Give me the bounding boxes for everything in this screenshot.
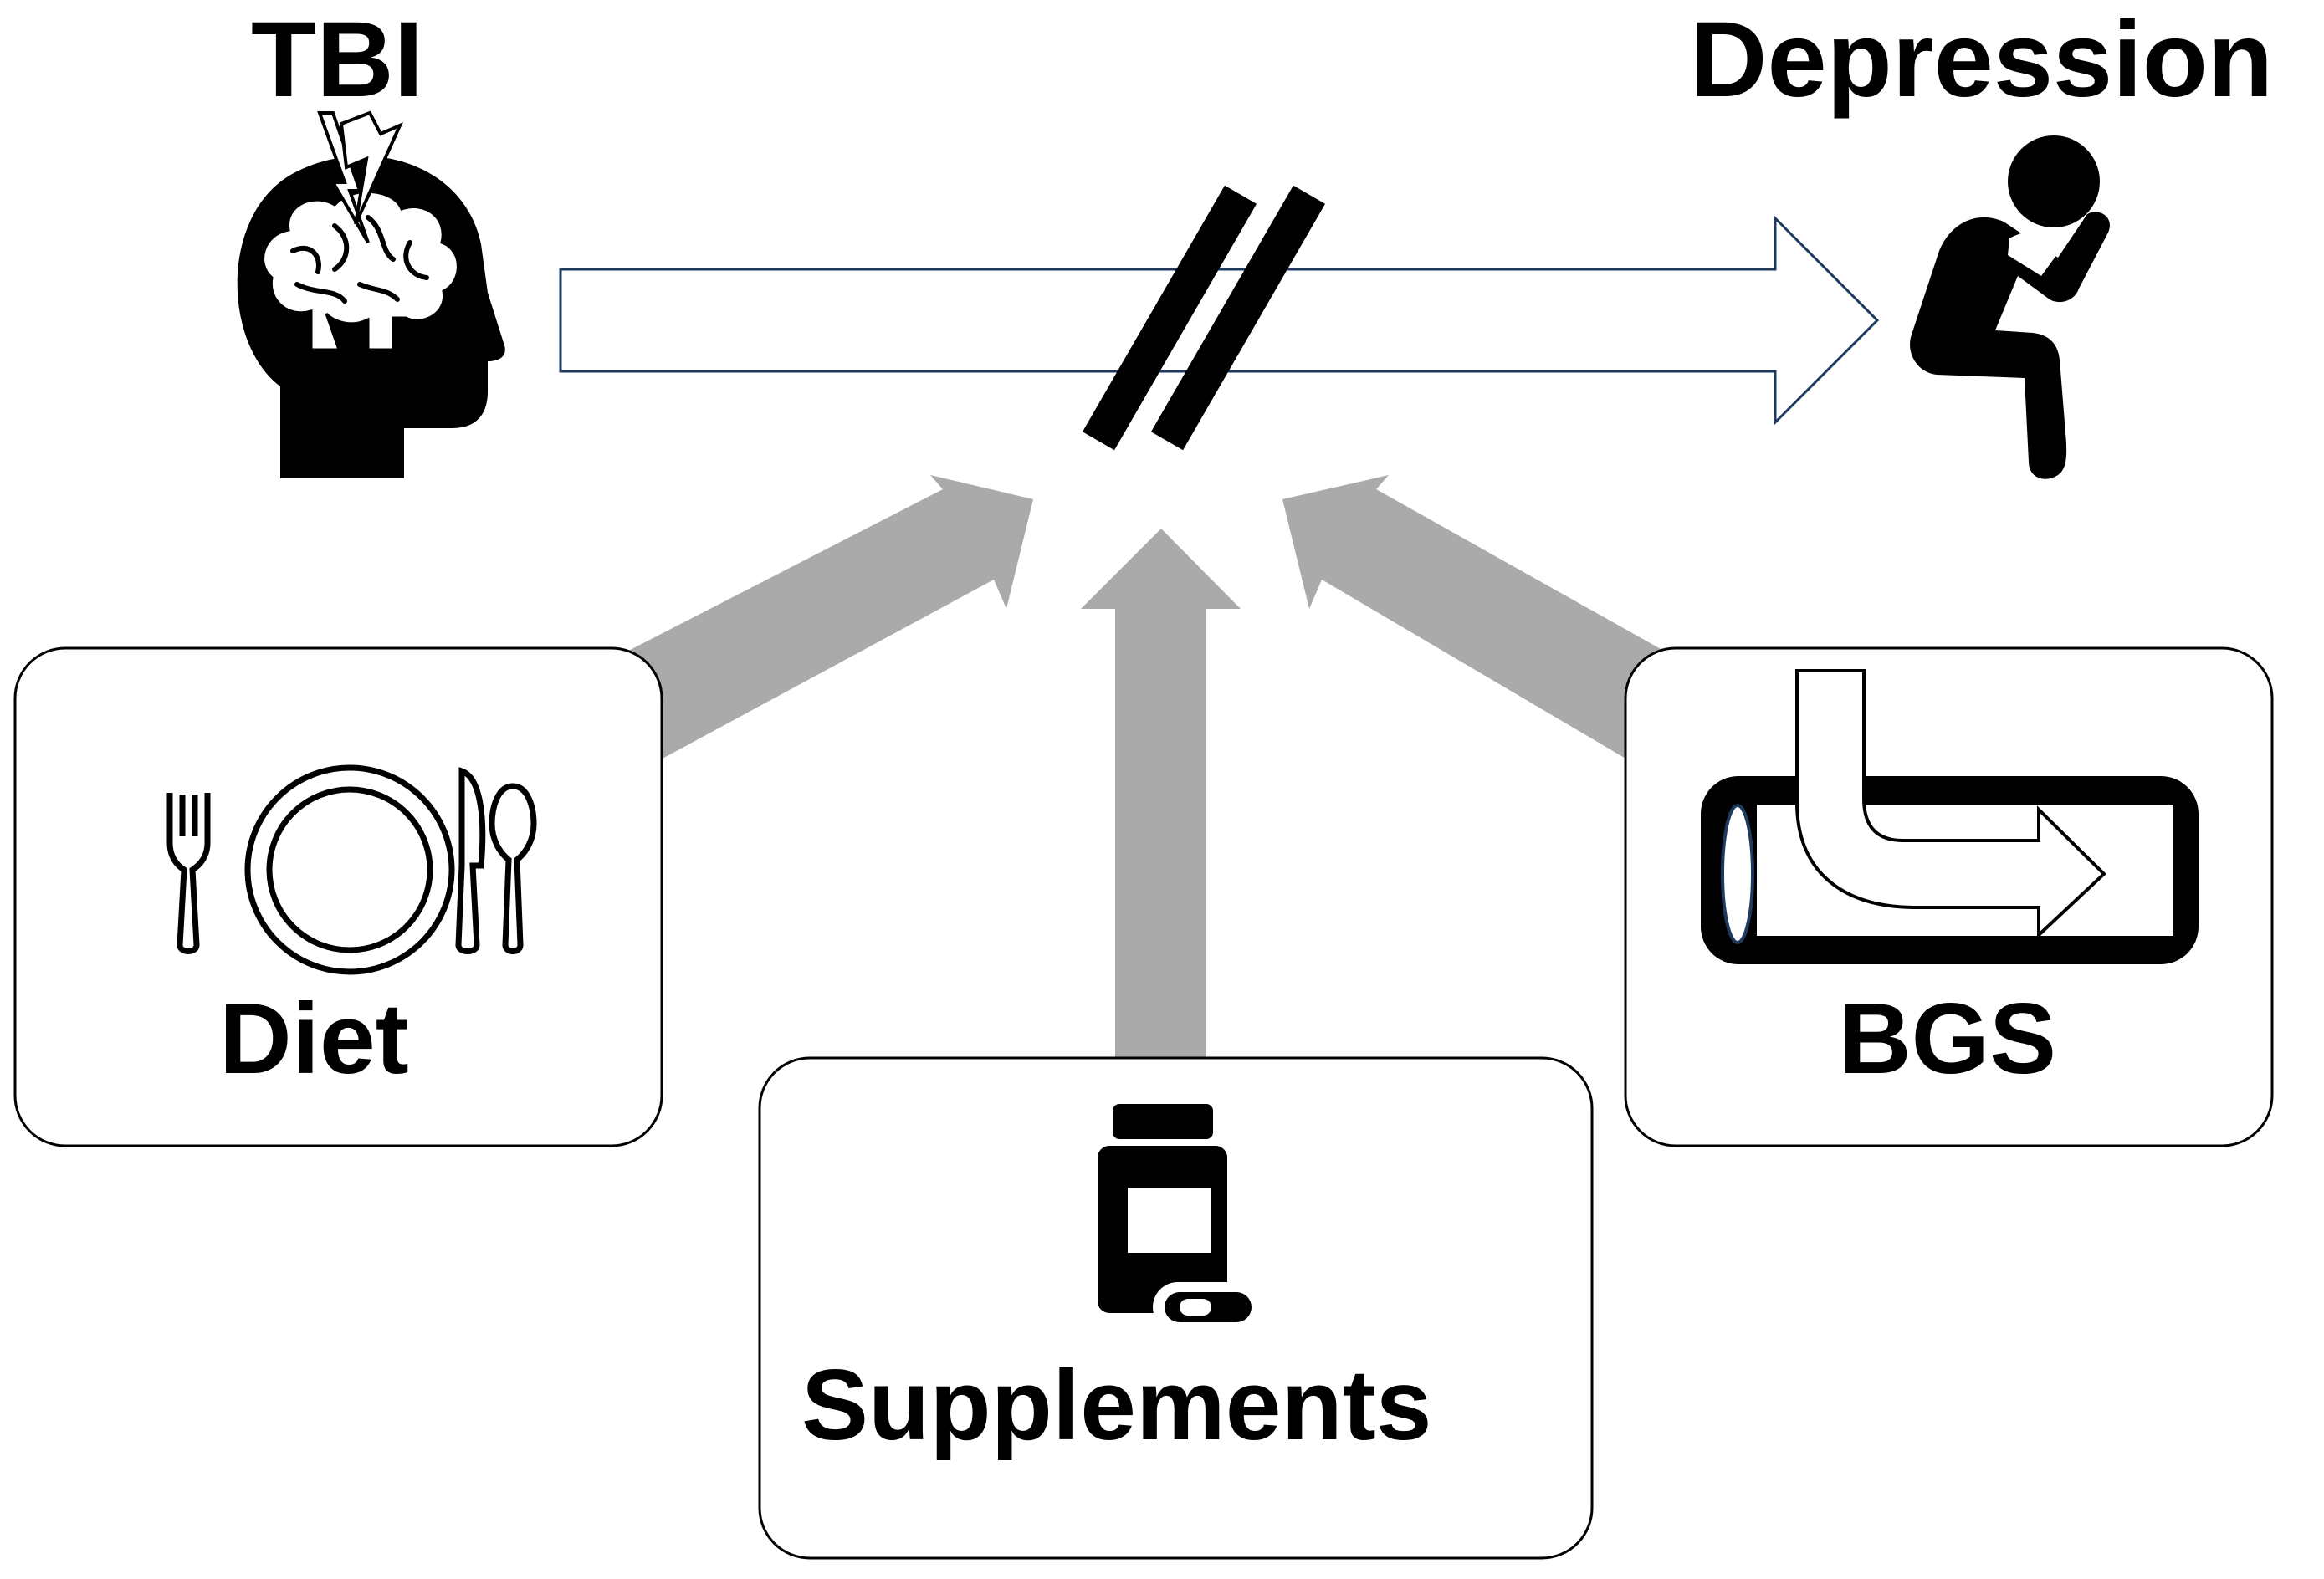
influence-arrows xyxy=(609,475,1682,1058)
sitting-depressed-person-icon xyxy=(1910,135,2110,479)
diet-influence-arrow xyxy=(609,475,1033,759)
plate-fork-knife-spoon-icon xyxy=(166,764,537,975)
gut-tube-arrow-icon xyxy=(1701,669,2199,964)
pill-bottle-capsule-icon xyxy=(1098,1104,1262,1332)
diet-box xyxy=(13,646,663,1147)
bgs-label: BGS xyxy=(1839,983,2057,1095)
diet-label: Diet xyxy=(219,983,409,1095)
brain-head-lightning-icon xyxy=(237,110,505,478)
depression-label: Depression xyxy=(1690,0,2274,120)
interruption-slash-icon xyxy=(1082,185,1326,451)
bgs-influence-arrow xyxy=(1282,475,1682,759)
supplements-label: Supplements xyxy=(801,1349,1432,1461)
supplements-influence-arrow xyxy=(1081,529,1241,1058)
tbi-label: TBI xyxy=(251,0,424,120)
